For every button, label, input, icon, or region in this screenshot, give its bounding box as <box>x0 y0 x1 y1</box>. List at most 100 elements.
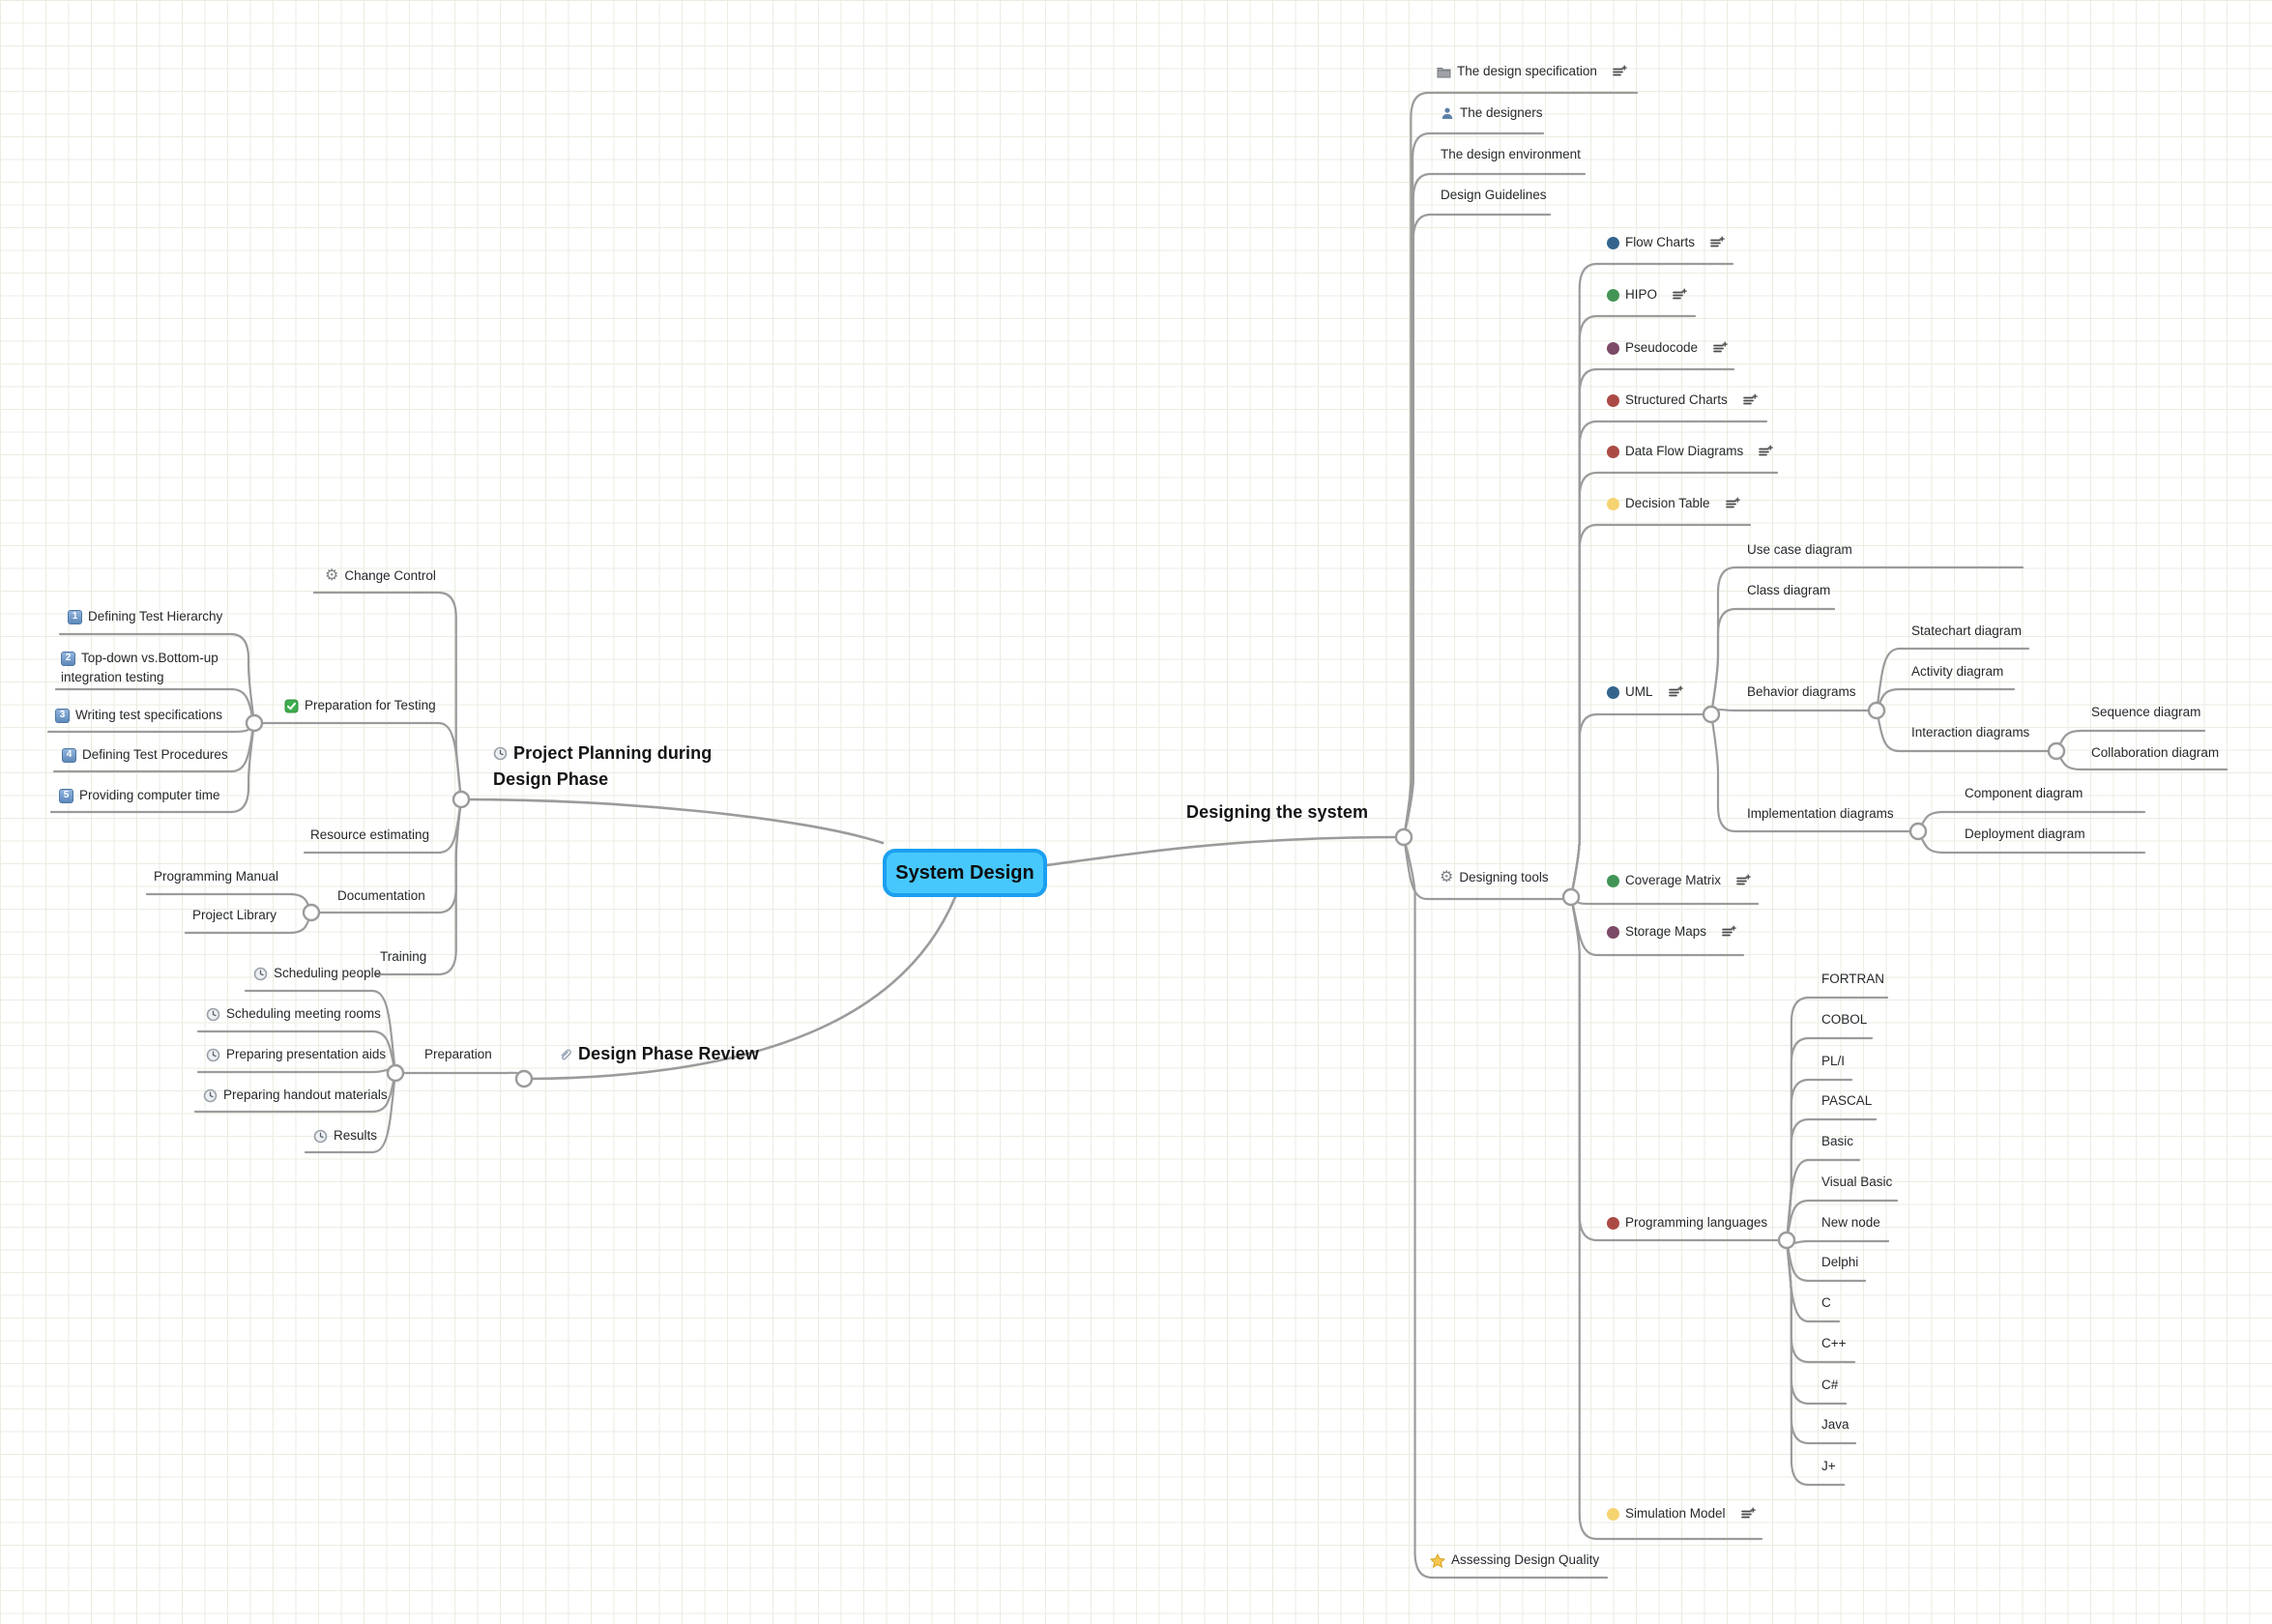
clock-icon <box>253 967 268 981</box>
branch-junction[interactable] <box>245 713 264 733</box>
node-designing-the-system[interactable]: Designing the system <box>1186 799 1368 826</box>
topic-label: Project Planning during <box>513 742 713 763</box>
node-scheduling-meeting-rooms[interactable]: Scheduling meeting rooms <box>206 1004 381 1024</box>
node-class-diagram[interactable]: Class diagram <box>1747 581 1830 600</box>
node-structured-charts[interactable]: Structured Charts <box>1607 391 1758 410</box>
branch-junction[interactable] <box>451 790 471 809</box>
notes-icon[interactable] <box>1721 925 1736 939</box>
node-implementation-diagrams[interactable]: Implementation diagrams <box>1747 804 1894 824</box>
node-simulation-model[interactable]: Simulation Model <box>1607 1504 1756 1523</box>
node-resource-estimating[interactable]: Resource estimating <box>310 826 429 845</box>
notes-icon[interactable] <box>1712 341 1728 355</box>
branch-junction[interactable] <box>1777 1231 1796 1250</box>
clock-icon <box>206 1007 220 1022</box>
clock-icon <box>203 1088 218 1103</box>
node-j-plus[interactable]: J+ <box>1821 1457 1836 1476</box>
node-c-sharp[interactable]: C# <box>1821 1376 1838 1395</box>
node-scheduling-people[interactable]: Scheduling people <box>253 964 381 983</box>
node-collaboration-diagram[interactable]: Collaboration diagram <box>2091 743 2219 763</box>
node-java[interactable]: Java <box>1821 1415 1850 1435</box>
node-data-flow-diagrams[interactable]: Data Flow Diagrams <box>1607 442 1774 461</box>
node-coverage-matrix[interactable]: Coverage Matrix <box>1607 871 1751 890</box>
node-storage-maps[interactable]: Storage Maps <box>1607 922 1736 942</box>
node-c-plus-plus[interactable]: C++ <box>1821 1334 1847 1353</box>
branch-junction[interactable] <box>1867 701 1886 720</box>
branch-junction[interactable] <box>514 1069 534 1088</box>
node-preparation-for-testing[interactable]: Preparation for Testing <box>284 696 436 715</box>
node-preparation[interactable]: Preparation <box>424 1045 492 1064</box>
branch-junction[interactable] <box>386 1063 405 1083</box>
notes-icon[interactable] <box>1668 685 1683 699</box>
node-c[interactable]: C <box>1821 1293 1831 1313</box>
node-the-design-specification[interactable]: The design specification <box>1437 62 1627 81</box>
notes-icon[interactable] <box>1740 1507 1756 1521</box>
edge-uml <box>1569 712 1706 899</box>
branch-junction[interactable] <box>2047 741 2066 761</box>
node-uml[interactable]: UML <box>1607 682 1683 702</box>
node-assessing-design-quality[interactable]: Assessing Design Quality <box>1430 1551 1599 1570</box>
node-deployment-diagram[interactable]: Deployment diagram <box>1965 825 2085 844</box>
topic-label: Flow Charts <box>1625 235 1696 249</box>
node-project-library[interactable]: Project Library <box>192 906 277 925</box>
node-flow-charts[interactable]: Flow Charts <box>1607 233 1725 252</box>
notes-icon[interactable] <box>1709 236 1725 249</box>
priority-3-icon: 3 <box>55 708 70 723</box>
node-the-designers[interactable]: The designers <box>1441 103 1543 123</box>
branch-junction[interactable] <box>302 903 321 922</box>
notes-icon[interactable] <box>1725 497 1740 510</box>
node-the-design-environment[interactable]: The design environment <box>1441 145 1581 164</box>
edge-statechart-diagram <box>1875 647 2030 712</box>
node-design-phase-review[interactable]: Design Phase Review <box>558 1041 759 1067</box>
node-new-node[interactable]: New node <box>1821 1213 1880 1232</box>
central-topic[interactable]: System Design <box>883 849 1047 897</box>
topic-label: Designing the system <box>1186 801 1369 822</box>
node-pseudocode[interactable]: Pseudocode <box>1607 338 1728 358</box>
node-behavior-diagrams[interactable]: Behavior diagrams <box>1747 682 1856 702</box>
notes-icon[interactable] <box>1672 288 1687 302</box>
node-basic[interactable]: Basic <box>1821 1132 1853 1151</box>
node-cobol[interactable]: COBOL <box>1821 1010 1867 1030</box>
branch-junction[interactable] <box>1394 827 1413 847</box>
node-change-control[interactable]: ⚙Change Control <box>325 566 436 586</box>
node-delphi[interactable]: Delphi <box>1821 1253 1858 1272</box>
edge-providing-computer-time <box>49 721 256 814</box>
node-statechart-diagram[interactable]: Statechart diagram <box>1911 622 2022 641</box>
topic-label: HIPO <box>1625 287 1658 302</box>
notes-icon[interactable] <box>1735 874 1751 887</box>
notes-icon[interactable] <box>1742 393 1758 407</box>
node-results[interactable]: Results <box>313 1126 377 1146</box>
node-hipo[interactable]: HIPO <box>1607 285 1687 304</box>
topic-label: Top-down vs.Bottom-up <box>81 651 218 665</box>
node-pl-i[interactable]: PL/I <box>1821 1052 1845 1071</box>
branch-junction[interactable] <box>1702 705 1721 724</box>
node-sequence-diagram[interactable]: Sequence diagram <box>2091 703 2200 722</box>
notes-icon[interactable] <box>1758 445 1774 458</box>
node-design-guidelines[interactable]: Design Guidelines <box>1441 186 1547 205</box>
node-training[interactable]: Training <box>380 947 426 967</box>
branch-junction[interactable] <box>1908 822 1928 841</box>
node-activity-diagram[interactable]: Activity diagram <box>1911 662 2003 682</box>
node-documentation[interactable]: Documentation <box>337 886 425 906</box>
node-programming-manual[interactable]: Programming Manual <box>154 867 278 886</box>
node-use-case-diagram[interactable]: Use case diagram <box>1747 540 1852 560</box>
node-pascal[interactable]: PASCAL <box>1821 1091 1872 1111</box>
notes-icon[interactable] <box>1612 65 1627 78</box>
node-preparing-presentation-aids[interactable]: Preparing presentation aids <box>206 1045 386 1064</box>
node-interaction-diagrams[interactable]: Interaction diagrams <box>1911 723 2029 742</box>
node-designing-tools[interactable]: ⚙Designing tools <box>1440 868 1549 887</box>
node-decision-table[interactable]: Decision Table <box>1607 494 1740 513</box>
branch-junction[interactable] <box>1561 887 1581 907</box>
node-component-diagram[interactable]: Component diagram <box>1965 784 2083 803</box>
topic-label: Simulation Model <box>1625 1506 1726 1521</box>
node-preparing-handout-materials[interactable]: Preparing handout materials <box>203 1086 388 1105</box>
node-visual-basic[interactable]: Visual Basic <box>1821 1173 1892 1192</box>
node-programming-languages[interactable]: Programming languages <box>1607 1213 1767 1232</box>
node-fortran[interactable]: FORTRAN <box>1821 970 1884 989</box>
topic-label: Scheduling meeting rooms <box>226 1006 381 1021</box>
